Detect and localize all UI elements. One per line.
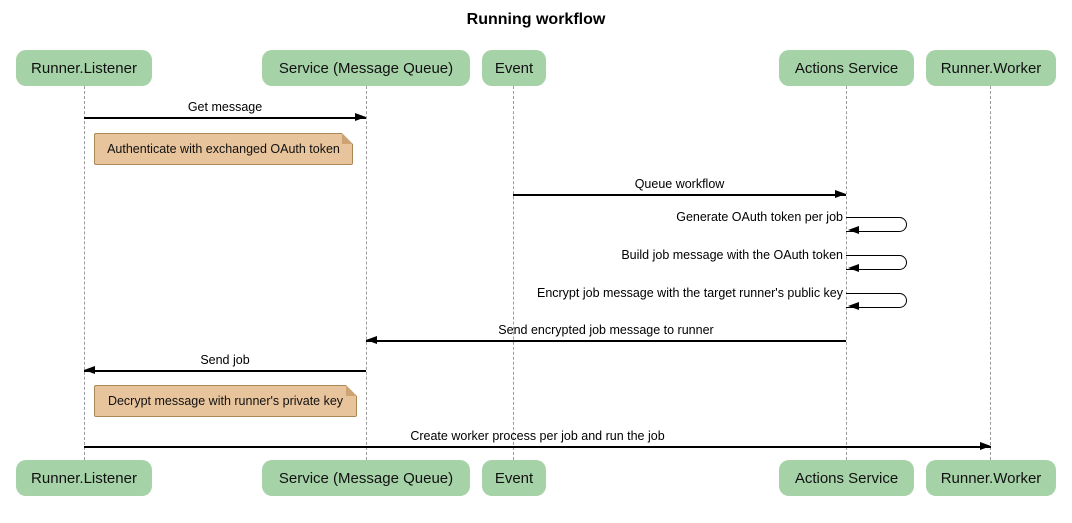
participant-top-event: Event <box>482 50 546 86</box>
message-label-encrypt-job-message: Encrypt job message with the target runn… <box>536 286 843 300</box>
arrowhead-right-icon <box>355 113 366 121</box>
message-line <box>84 117 366 119</box>
participant-bottom-actions-service: Actions Service <box>779 460 914 496</box>
note-text: Decrypt message with runner's private ke… <box>107 394 344 408</box>
lifeline-event <box>513 86 514 460</box>
participant-bottom-runner-worker: Runner.Worker <box>926 460 1056 496</box>
participant-bottom-service-message-queue: Service (Message Queue) <box>262 460 470 496</box>
participant-bottom-runner-listener: Runner.Listener <box>16 460 152 496</box>
arrowhead-left-icon <box>848 226 859 234</box>
message-line <box>513 194 846 196</box>
message-line <box>84 446 991 448</box>
lifeline-runner-worker <box>990 86 991 460</box>
arrowhead-left-icon <box>848 302 859 310</box>
message-line <box>84 370 366 372</box>
arrowhead-left-icon <box>84 366 95 374</box>
message-label-create-worker: Create worker process per job and run th… <box>410 429 665 443</box>
lifeline-runner-listener <box>84 86 85 460</box>
self-message-loop <box>846 255 907 270</box>
note-authenticate: Authenticate with exchanged OAuth token <box>94 133 353 165</box>
participant-top-service-message-queue: Service (Message Queue) <box>262 50 470 86</box>
message-label-build-job-message: Build job message with the OAuth token <box>621 248 843 262</box>
participant-top-runner-listener: Runner.Listener <box>16 50 152 86</box>
message-label-get-message: Get message <box>187 100 263 114</box>
participant-top-actions-service: Actions Service <box>779 50 914 86</box>
arrowhead-right-icon <box>980 442 991 450</box>
message-label-send-encrypted: Send encrypted job message to runner <box>498 323 714 337</box>
message-label-queue-workflow: Queue workflow <box>634 177 725 191</box>
self-message-loop <box>846 217 907 232</box>
self-message-loop <box>846 293 907 308</box>
arrowhead-left-icon <box>848 264 859 272</box>
message-label-send-job: Send job <box>200 353 250 367</box>
note-decrypt: Decrypt message with runner's private ke… <box>94 385 357 417</box>
lifeline-actions-service <box>846 86 847 460</box>
note-text: Authenticate with exchanged OAuth token <box>107 142 340 156</box>
diagram-title: Running workflow <box>466 11 606 28</box>
participant-bottom-event: Event <box>482 460 546 496</box>
arrowhead-left-icon <box>366 336 377 344</box>
arrowhead-right-icon <box>835 190 846 198</box>
lifeline-service-message-queue <box>366 86 367 460</box>
participant-top-runner-worker: Runner.Worker <box>926 50 1056 86</box>
message-line <box>366 340 846 342</box>
message-label-generate-oauth-token: Generate OAuth token per job <box>676 210 843 224</box>
